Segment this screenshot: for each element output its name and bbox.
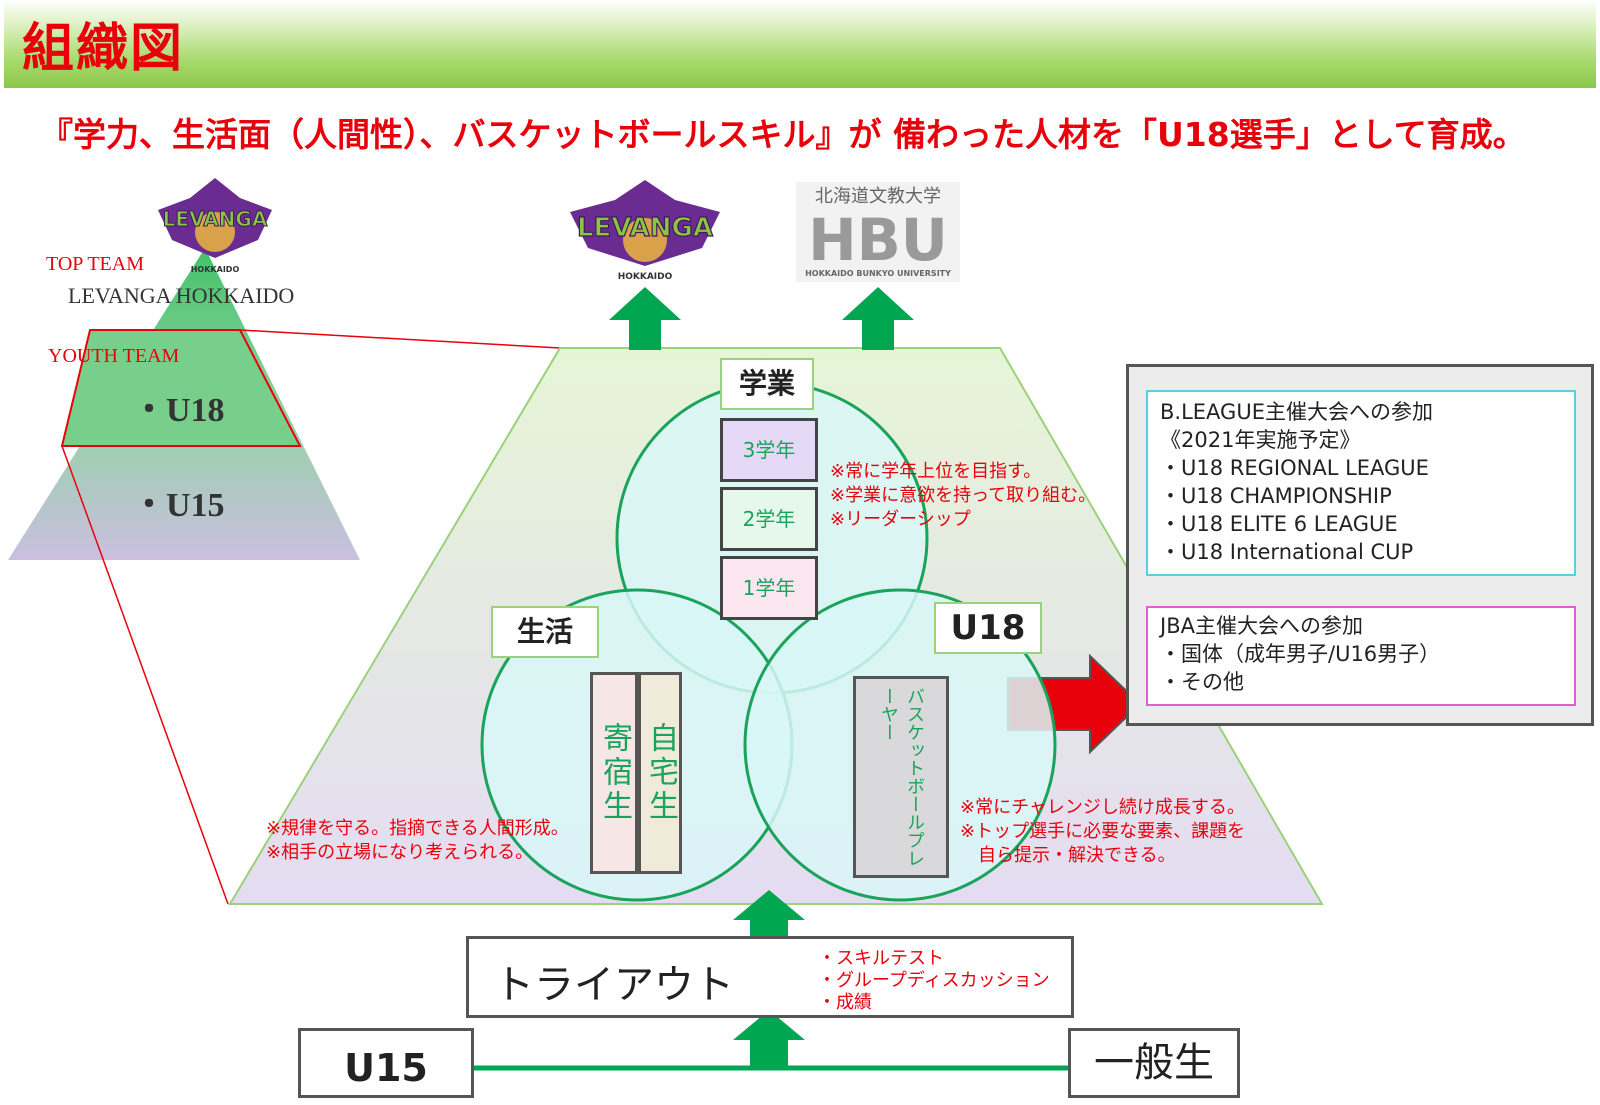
levanga-hokkaido-label: LEVANGA HOKKAIDO xyxy=(68,283,294,308)
tryout-items: ・スキルテスト ・グループディスカッション ・成績 xyxy=(818,948,1050,1014)
arrow-up-tryout xyxy=(733,890,805,940)
basketball-note-3: 自ら提示・解決できる。 xyxy=(960,845,1176,866)
grade-2-box: 2学年 xyxy=(720,487,818,551)
u15-box: U15 xyxy=(298,1028,474,1098)
arrow-up-u15 xyxy=(733,1010,805,1070)
jba-item-kokutai: ・国体（成年男子/U16男子） xyxy=(1160,642,1441,666)
life-notes: ※規律を守る。指摘できる人間形成。 ※相手の立場になり考えられる。 xyxy=(266,817,569,865)
hbu-big-text: HBU xyxy=(808,206,948,274)
jitakusei-box: 自宅生 xyxy=(638,672,682,874)
bleague-box xyxy=(1146,390,1576,576)
bleague-item-championship: ・U18 CHAMPIONSHIP xyxy=(1160,484,1392,508)
hbu-logo: 北海道文教大学 HBU HOKKAIDO BUNKYO UNIVERSITY xyxy=(796,182,960,282)
arrow-up-levanga xyxy=(609,287,681,350)
jba-list: JBA主催大会への参加 ・国体（成年男子/U16男子） ・その他 xyxy=(1160,612,1440,696)
jba-box xyxy=(1146,606,1576,706)
study-note-2: ※学業に意欲を持って取り組む。 xyxy=(830,485,1097,506)
basketball-note-2: ※トップ選手に必要な要素、課題を xyxy=(960,821,1246,842)
grade-3-box: 3学年 xyxy=(720,418,818,482)
study-note-3: ※リーダーシップ xyxy=(830,509,971,530)
jba-title: JBA主催大会への参加 xyxy=(1160,614,1363,638)
page-title: 組織図 xyxy=(22,19,185,79)
zoom-line-bottom xyxy=(61,445,229,905)
levanga-sub: HOKKAIDO xyxy=(618,272,673,282)
pyramid-u15-label: ・U15 xyxy=(132,487,225,524)
bleague-item-international: ・U18 International CUP xyxy=(1160,540,1414,564)
life-note-1: ※規律を守る。指摘できる人間形成。 xyxy=(266,818,569,839)
top-team-label: TOP TEAM xyxy=(46,253,144,275)
tryout-item-discussion: ・グループディスカッション xyxy=(818,970,1050,991)
header-banner xyxy=(4,0,1596,88)
bleague-item-elite6: ・U18 ELITE 6 LEAGUE xyxy=(1160,512,1398,536)
page-subtitle: 『学力、生活面（人間性）、バスケットボールスキル』が 備わった人材を「U18選手… xyxy=(40,115,1526,154)
levanga-small-text: LEVANGA xyxy=(163,207,268,231)
basketball-notes: ※常にチャレンジし続け成長する。 ※トップ選手に必要な要素、課題を 自ら提示・解… xyxy=(960,796,1245,868)
youth-team-label: YOUTH TEAM xyxy=(48,345,180,367)
label-seikatsu: 生活 xyxy=(491,606,599,658)
tryout-box xyxy=(466,936,1074,1018)
jba-item-other: ・その他 xyxy=(1160,670,1244,694)
label-gakugyo: 学業 xyxy=(720,358,814,410)
life-note-2: ※相手の立場になり考えられる。 xyxy=(266,842,534,863)
pyramid-u18-label: ・U18 xyxy=(132,392,225,429)
general-student-box: 一般生 xyxy=(1068,1028,1240,1098)
study-note-1: ※常に学年上位を目指す。 xyxy=(830,461,1042,482)
tryout-item-grades: ・成績 xyxy=(818,992,872,1013)
pyramid-youth-highlight xyxy=(60,329,302,447)
basketball-player-box: バスケットボールプレーヤー xyxy=(853,676,949,878)
bleague-schedule: 《2021年実施予定》 xyxy=(1160,428,1361,452)
bleague-item-regional: ・U18 REGIONAL LEAGUE xyxy=(1160,456,1429,480)
basketball-note-1: ※常にチャレンジし続け成長する。 xyxy=(960,797,1245,818)
kishukusei-box: 寄宿生 xyxy=(590,672,638,874)
tryout-item-skilltest: ・スキルテスト xyxy=(818,948,944,969)
study-notes: ※常に学年上位を目指す。 ※学業に意欲を持って取り組む。 ※リーダーシップ xyxy=(830,460,1096,532)
levanga-text: LEVANGA xyxy=(577,213,713,243)
levanga-logo: LEVANGA HOKKAIDO xyxy=(570,180,720,282)
bleague-list: B.LEAGUE主催大会への参加 《2021年実施予定》 ・U18 REGION… xyxy=(1160,398,1433,566)
hbu-en-name: HOKKAIDO BUNKYO UNIVERSITY xyxy=(805,269,951,278)
label-u18: U18 xyxy=(934,602,1042,654)
zoom-line-top xyxy=(239,329,561,349)
grade-1-box: 1学年 xyxy=(720,556,818,620)
levanga-logo-small: LEVANGA HOKKAIDO xyxy=(158,178,272,274)
hbu-jp-name: 北海道文教大学 xyxy=(815,186,941,207)
tryout-label: トライアウト xyxy=(494,962,734,1008)
arrow-up-hbu xyxy=(842,287,914,350)
bleague-title: B.LEAGUE主催大会への参加 xyxy=(1160,400,1433,424)
levanga-small-sub: HOKKAIDO xyxy=(191,265,240,274)
